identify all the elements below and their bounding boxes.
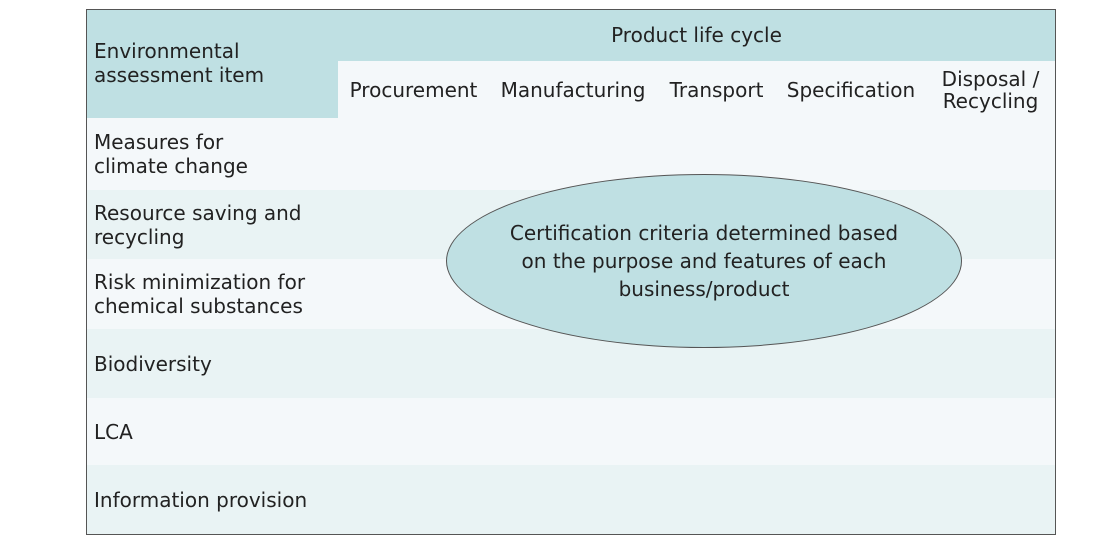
- merged-cell: [338, 465, 1056, 535]
- stage-label: Transport: [669, 77, 764, 102]
- header-item-cell: Environmental assessment item: [86, 9, 339, 119]
- stage-header-manufacturing: Manufacturing: [489, 61, 658, 119]
- grid-cell: [926, 329, 1056, 399]
- row-label: Biodiversity: [94, 351, 212, 376]
- row-label: Measures for climate change: [94, 130, 248, 178]
- header-lifecycle-label: Product life cycle: [611, 23, 782, 47]
- row-label-biodiversity: Biodiversity: [86, 329, 339, 399]
- grid-cell: [926, 118, 1056, 191]
- row-label: Information provision: [94, 487, 308, 512]
- grid-cell: [776, 118, 927, 191]
- row-label-information: Information provision: [86, 465, 339, 535]
- row-label-resource: Resource saving and recycling: [86, 190, 339, 260]
- header-item-label: Environmental assessment item: [94, 38, 265, 87]
- row-label-climate: Measures for climate change: [86, 118, 339, 191]
- grid-cell: [338, 118, 490, 191]
- stage-label: Procurement: [349, 77, 478, 102]
- stage-header-procurement: Procurement: [338, 61, 490, 119]
- row-label: Resource saving and recycling: [94, 200, 302, 249]
- header-lifecycle-cell: Product life cycle: [338, 9, 1056, 62]
- stage-header-specification: Specification: [776, 61, 927, 119]
- row-label: LCA: [94, 419, 133, 444]
- merged-cell: [338, 398, 1056, 466]
- stage-label: Disposal / Recycling: [941, 66, 1040, 113]
- stage-header-disposal: Disposal / Recycling: [926, 61, 1056, 119]
- row-label-lca: LCA: [86, 398, 339, 466]
- row-label-chemical: Risk minimization for chemical substance…: [86, 259, 339, 330]
- stage-label: Manufacturing: [500, 77, 646, 102]
- stage-header-transport: Transport: [657, 61, 777, 119]
- grid-cell: [338, 329, 490, 399]
- certification-ellipse: Certification criteria determined based …: [446, 174, 962, 348]
- row-label: Risk minimization for chemical substance…: [94, 270, 306, 318]
- stage-label: Specification: [786, 77, 916, 102]
- ellipse-text: Certification criteria determined based …: [509, 221, 899, 301]
